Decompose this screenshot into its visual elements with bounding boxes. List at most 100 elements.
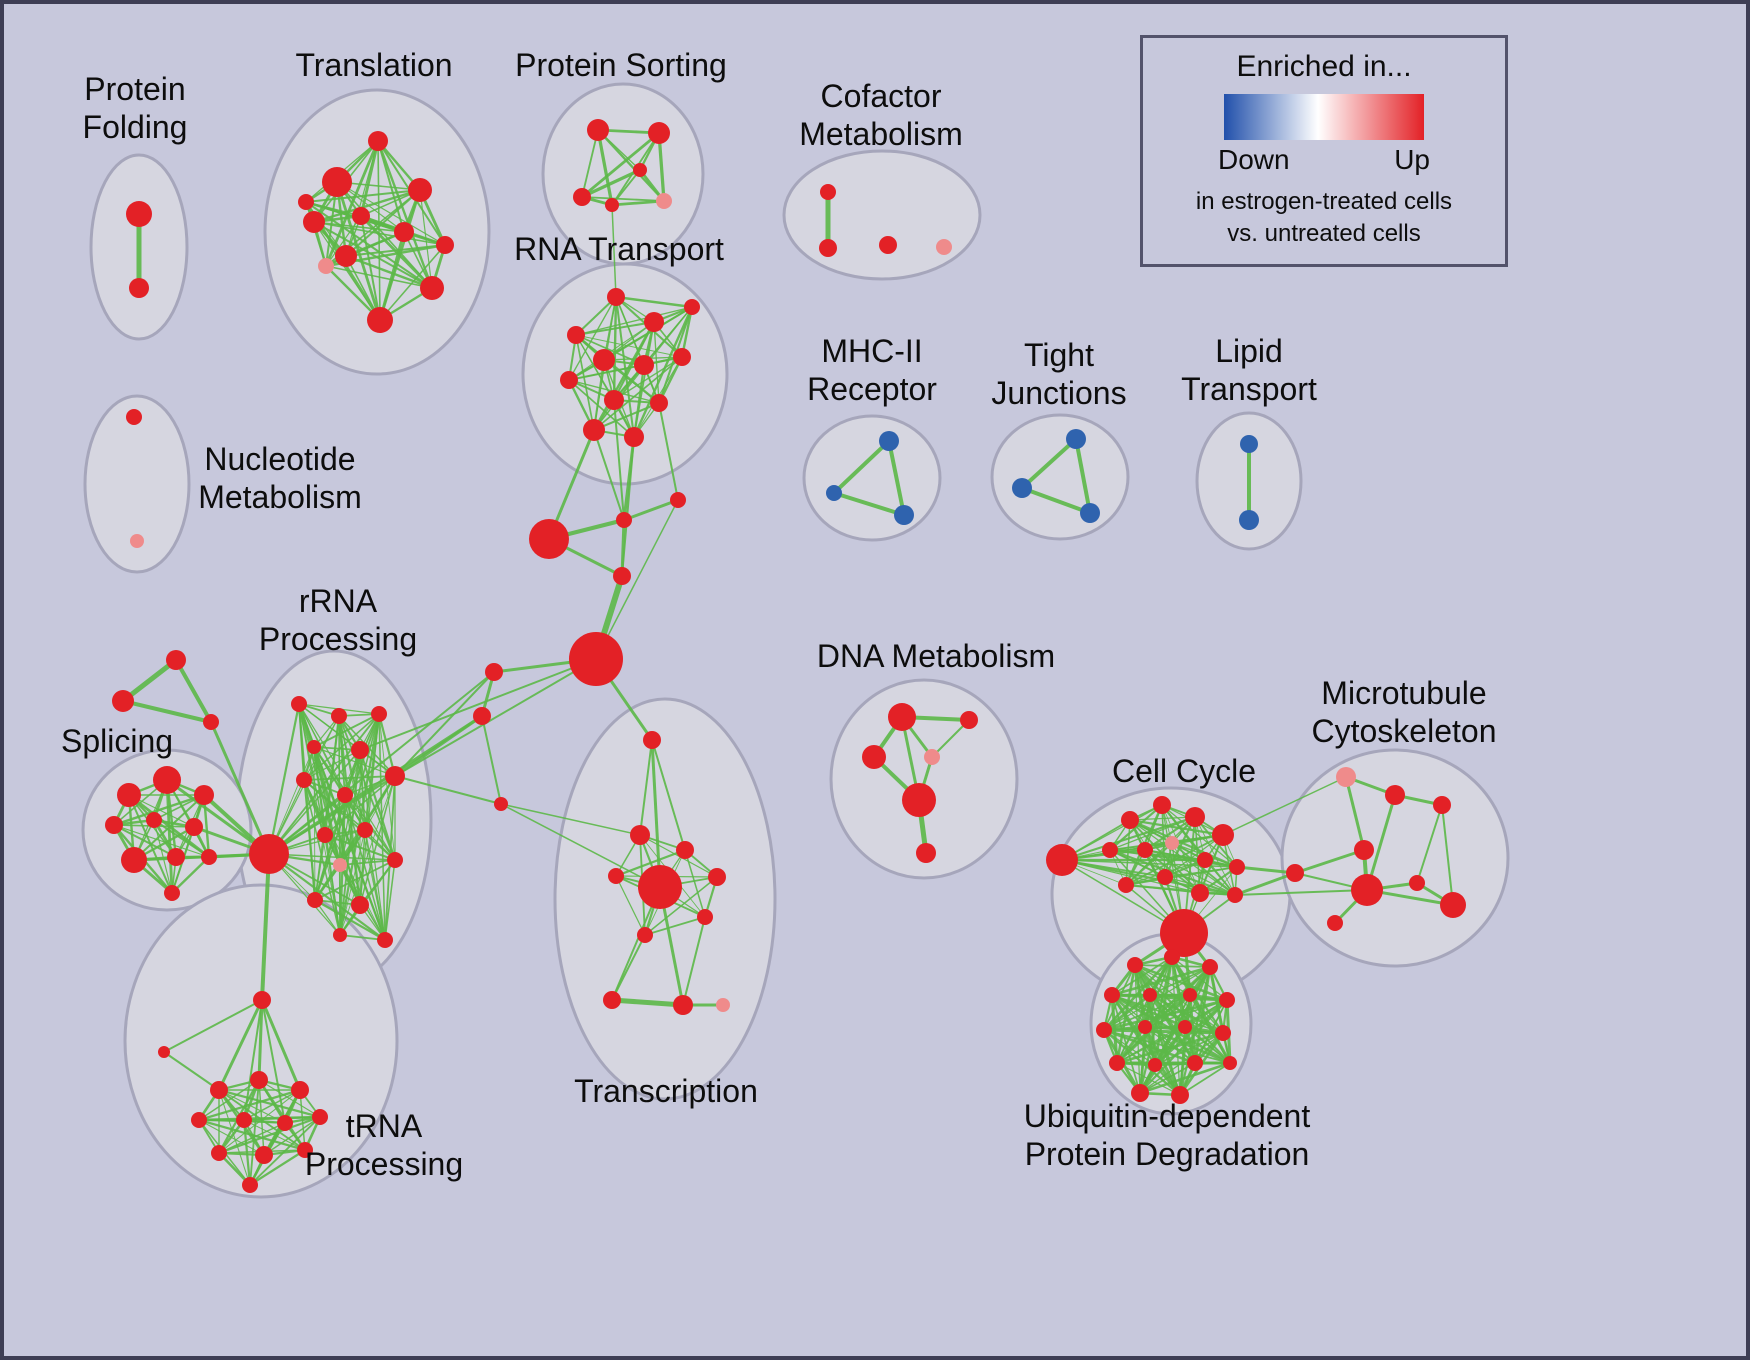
node <box>164 885 180 901</box>
node <box>146 812 162 828</box>
edge <box>113 824 177 858</box>
edge <box>568 355 683 382</box>
edge <box>1103 1028 1224 1035</box>
node <box>105 816 123 834</box>
node <box>121 847 147 873</box>
node <box>255 1146 273 1164</box>
edge <box>887 440 906 516</box>
edge <box>481 715 502 805</box>
edge <box>249 1079 260 1186</box>
edge <box>153 819 210 858</box>
node <box>158 1046 170 1058</box>
cluster-ellipse-microtubule-cytoskeleton <box>1280 748 1510 968</box>
node <box>333 858 347 872</box>
edge <box>581 129 599 198</box>
edge <box>575 320 655 337</box>
node <box>1183 988 1197 1002</box>
edge <box>595 499 679 660</box>
edge <box>684 849 706 918</box>
node <box>637 927 653 943</box>
edge <box>620 519 626 577</box>
edge <box>263 1116 321 1156</box>
node <box>879 431 899 451</box>
node <box>318 258 334 274</box>
edge <box>345 254 433 290</box>
edge <box>379 244 446 321</box>
edge <box>1116 1031 1224 1065</box>
edge <box>202 794 211 858</box>
node <box>1440 892 1466 918</box>
edge <box>568 379 635 438</box>
edge <box>1109 816 1196 851</box>
node <box>643 731 661 749</box>
node <box>1157 869 1173 885</box>
edge <box>325 215 362 267</box>
edge <box>611 169 641 206</box>
edge <box>611 997 684 1008</box>
node <box>298 194 314 210</box>
edge <box>313 746 396 777</box>
node <box>130 534 144 548</box>
edge <box>623 498 679 522</box>
node <box>1148 1058 1162 1072</box>
edge <box>1179 1062 1231 1096</box>
edge <box>1116 1026 1186 1064</box>
edge <box>1103 998 1228 1032</box>
node <box>648 122 670 144</box>
node <box>167 848 185 866</box>
node <box>194 785 214 805</box>
edge <box>1111 965 1211 997</box>
edge <box>1129 819 1238 868</box>
node <box>634 355 654 375</box>
edge <box>218 1089 251 1186</box>
edge <box>325 265 433 289</box>
edge <box>378 713 386 941</box>
cluster-ellipse-mhc-ii-receptor <box>802 414 942 542</box>
node <box>569 632 623 686</box>
edge <box>596 129 614 206</box>
node <box>1229 859 1245 875</box>
node <box>126 201 152 227</box>
edge <box>359 829 366 906</box>
node <box>1215 1025 1231 1041</box>
edge <box>1111 956 1173 996</box>
node <box>573 188 591 206</box>
edge <box>359 749 366 831</box>
node <box>307 740 321 754</box>
edge <box>359 749 386 941</box>
edge <box>339 749 361 936</box>
node <box>249 834 289 874</box>
edge <box>359 140 380 217</box>
node <box>1351 874 1383 906</box>
node <box>1354 840 1374 860</box>
edge <box>378 231 406 321</box>
node <box>351 896 369 914</box>
edge <box>1139 1061 1231 1095</box>
edge <box>615 295 693 309</box>
node <box>1164 949 1180 965</box>
edge <box>171 856 210 894</box>
edge <box>611 934 646 1001</box>
node <box>936 239 952 255</box>
edge <box>575 334 595 431</box>
node <box>1102 842 1118 858</box>
node <box>291 696 307 712</box>
edge <box>260 999 302 1091</box>
cluster-ellipse-nucleotide-metabolism <box>83 394 191 574</box>
edge <box>305 201 433 289</box>
edge <box>1161 804 1236 896</box>
edge <box>268 775 396 855</box>
edge <box>1144 999 1228 1028</box>
node <box>236 1112 252 1128</box>
edge <box>305 189 421 203</box>
node <box>1185 807 1205 827</box>
node <box>826 485 842 501</box>
node <box>1137 842 1153 858</box>
edge <box>575 296 617 336</box>
edge <box>500 803 661 888</box>
node <box>1143 988 1157 1002</box>
